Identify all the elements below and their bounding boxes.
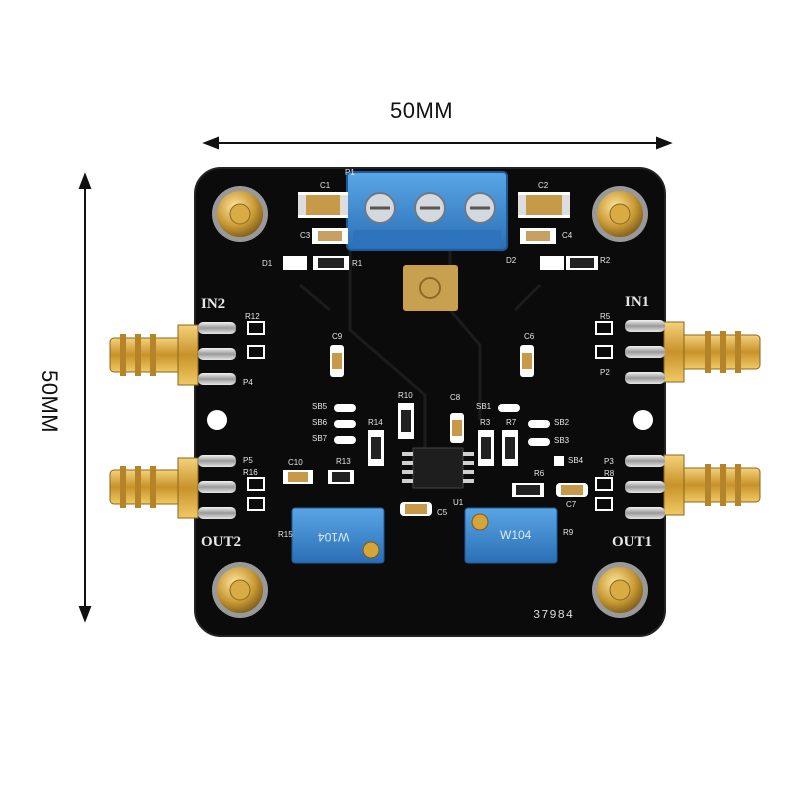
silk-c3: C3 xyxy=(300,231,311,240)
silk-r15: R15 xyxy=(278,530,293,539)
silk-sb1: SB1 xyxy=(476,402,492,411)
pot-left-marking: W104 xyxy=(318,530,350,544)
label-out1: OUT1 xyxy=(612,534,653,550)
silk-d1: D1 xyxy=(262,259,273,268)
potentiometer-right xyxy=(464,507,558,564)
silk-r12: R12 xyxy=(245,312,260,321)
silk-r2: R2 xyxy=(600,256,611,265)
silk-c7: C7 xyxy=(566,500,577,509)
silk-c6: C6 xyxy=(524,332,535,341)
silk-c10: C10 xyxy=(288,458,303,467)
silk-sb7: SB7 xyxy=(312,434,328,443)
silk-r3: R3 xyxy=(480,418,491,427)
silk-p3: P3 xyxy=(604,457,614,466)
width-dimension-label: 50MM xyxy=(390,98,454,123)
sma-in1 xyxy=(663,321,761,383)
silk-r9: R9 xyxy=(563,528,574,537)
silk-sb2: SB2 xyxy=(554,418,570,427)
potentiometer-left xyxy=(291,507,385,564)
silk-r16: R16 xyxy=(243,468,258,477)
label-in1: IN1 xyxy=(625,294,650,310)
silk-c5: C5 xyxy=(437,508,448,517)
silk-c4: C4 xyxy=(562,231,573,240)
silk-r14: R14 xyxy=(368,418,383,427)
silk-r6: R6 xyxy=(534,469,545,478)
silk-p4: P4 xyxy=(243,378,253,387)
silk-d2: D2 xyxy=(506,256,517,265)
pot-right-marking: W104 xyxy=(500,528,532,542)
silk-c8: C8 xyxy=(450,393,461,402)
label-in2: IN2 xyxy=(201,296,226,312)
silk-u1: U1 xyxy=(453,498,464,507)
silk-c2: C2 xyxy=(538,181,549,190)
silk-p1: P1 xyxy=(345,168,355,177)
silk-p5: P5 xyxy=(243,456,253,465)
board-serial-number: 37984 xyxy=(533,608,575,622)
silk-c1: C1 xyxy=(320,181,331,190)
label-out2: OUT2 xyxy=(201,534,242,550)
sma-out1 xyxy=(663,454,761,516)
silk-sb6: SB6 xyxy=(312,418,328,427)
silk-r8: R8 xyxy=(604,469,615,478)
silk-p2: P2 xyxy=(600,368,610,377)
silk-sb3: SB3 xyxy=(554,436,570,445)
silk-r1: R1 xyxy=(352,259,363,268)
mounting-nut-top-left xyxy=(212,186,268,242)
silk-sb5: SB5 xyxy=(312,402,328,411)
silk-r7: R7 xyxy=(506,418,517,427)
silk-r10: R10 xyxy=(398,391,413,400)
sma-out2 xyxy=(109,457,199,519)
silk-c9: C9 xyxy=(332,332,343,341)
silk-sb4: SB4 xyxy=(568,456,584,465)
silk-r13: R13 xyxy=(336,457,351,466)
silk-r5: R5 xyxy=(600,312,611,321)
sma-in2 xyxy=(109,324,199,386)
